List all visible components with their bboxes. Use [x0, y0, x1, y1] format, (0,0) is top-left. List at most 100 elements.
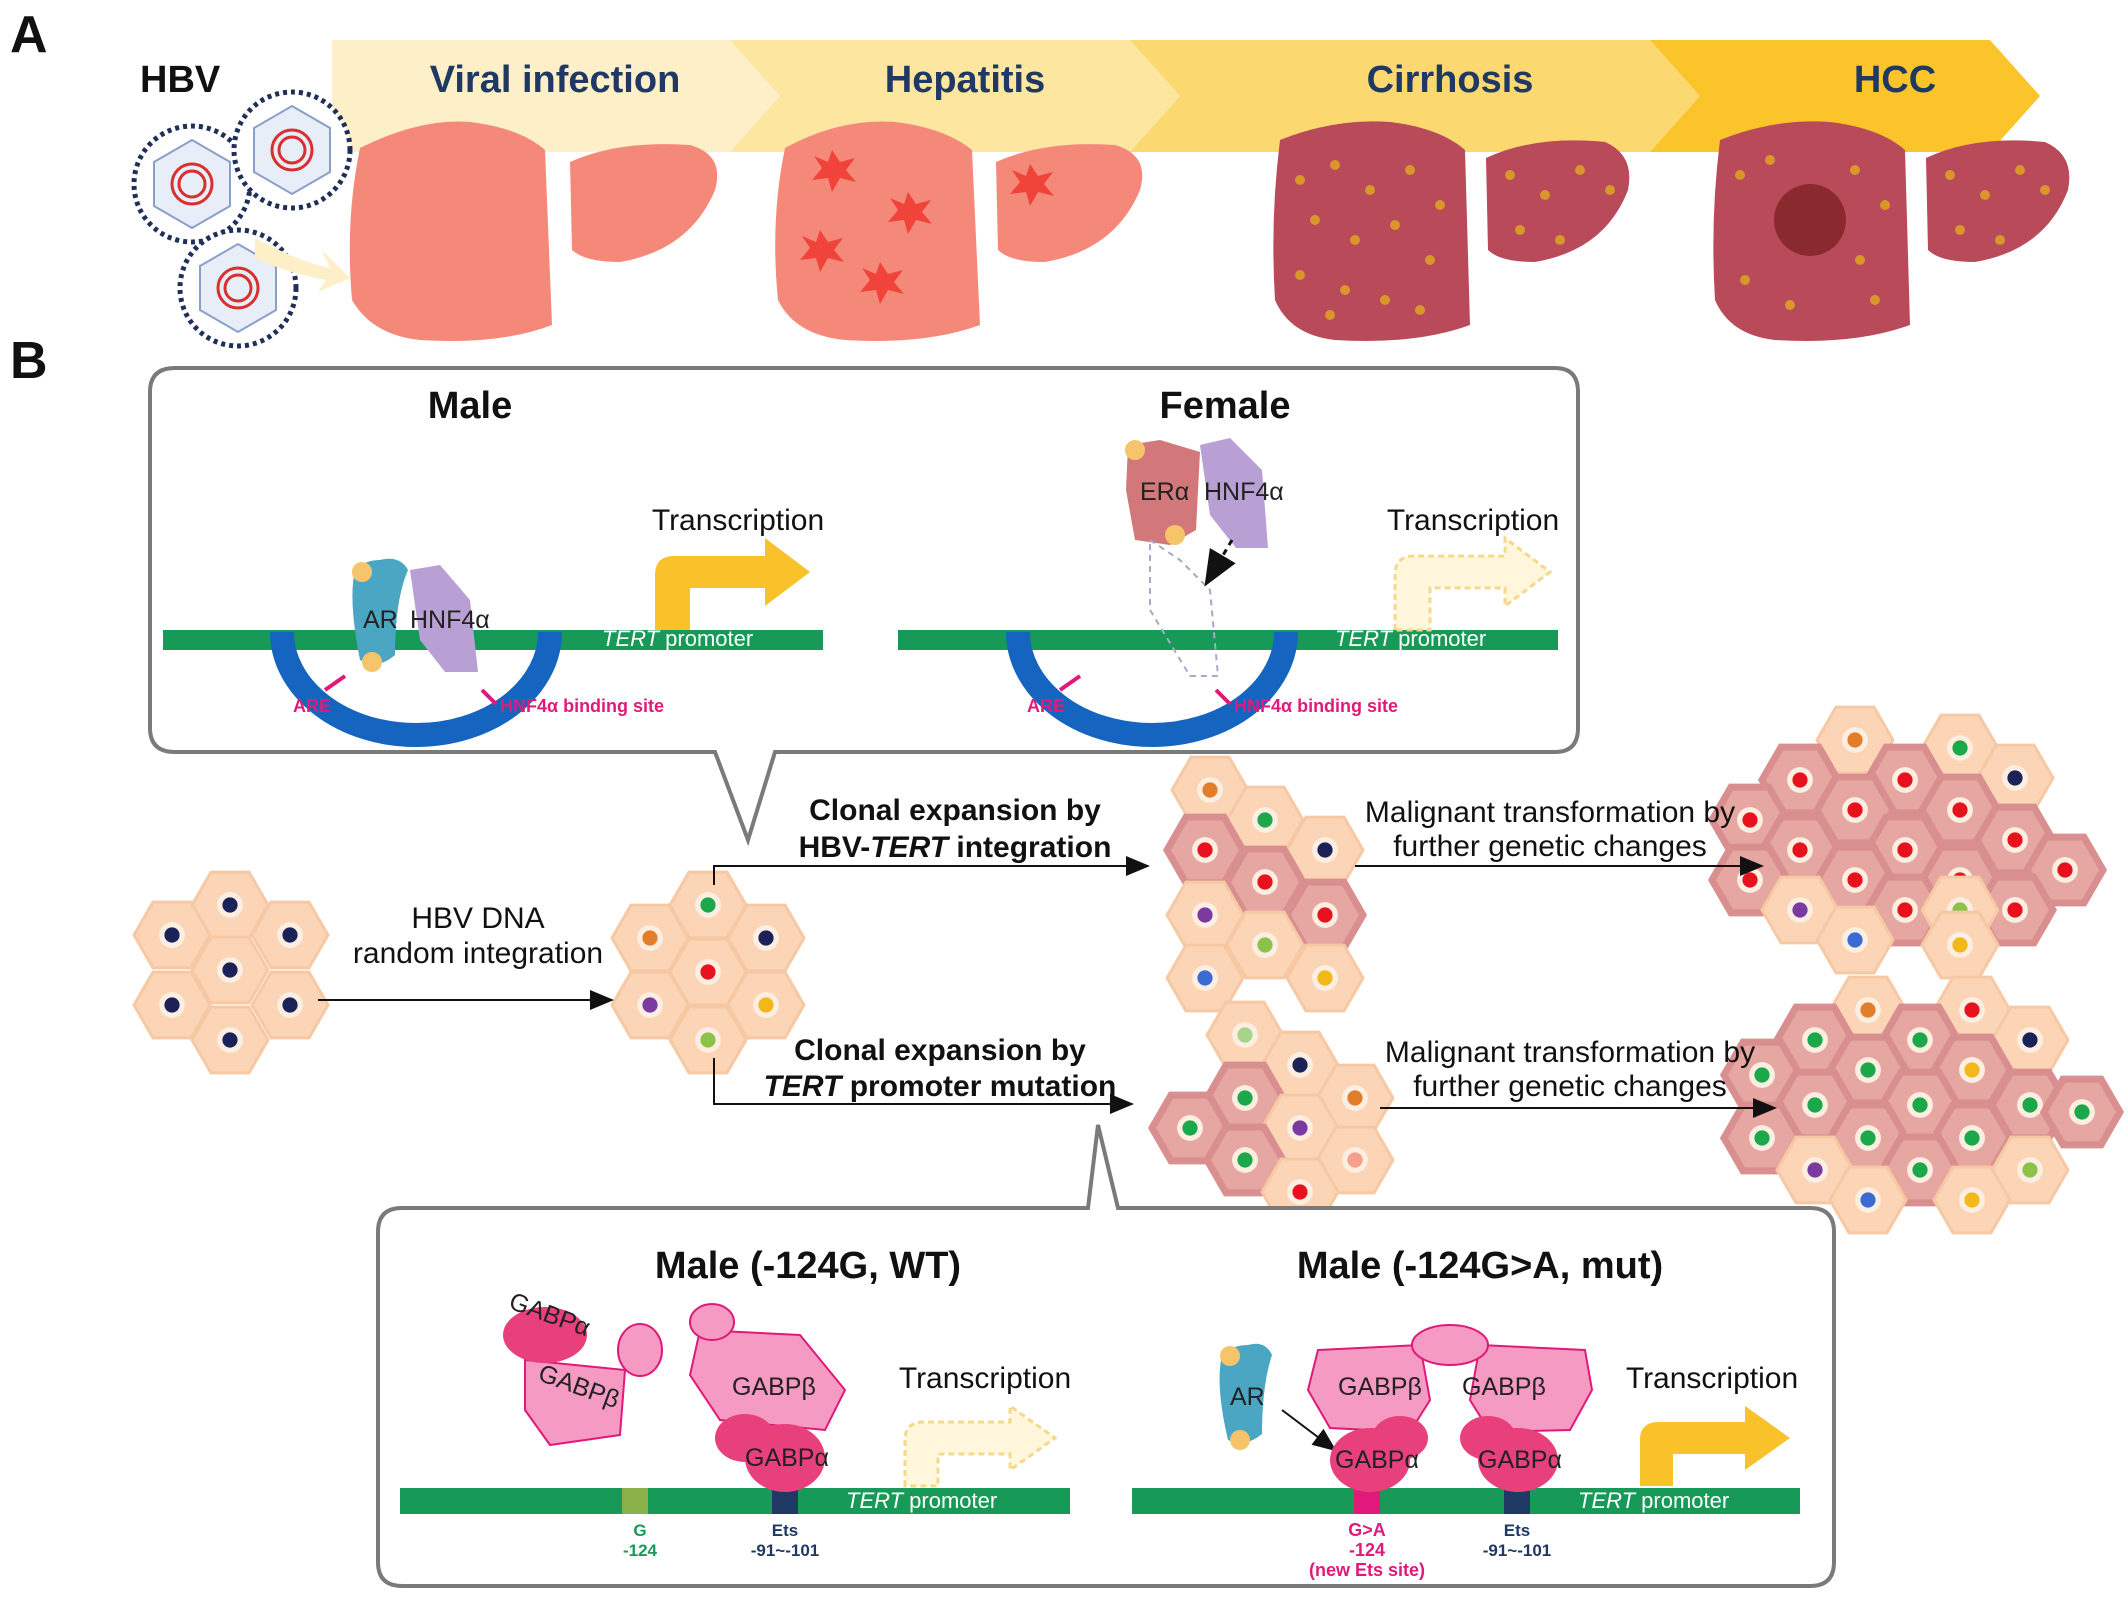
gabpb-label-mut-right: GABPβ [1462, 1373, 1546, 1401]
cell-nucleus [1897, 842, 1913, 858]
stage-arrow-4 [1650, 40, 2040, 152]
cell-nucleus [2007, 832, 2023, 848]
hnf4a-protein [1200, 438, 1268, 548]
cell-nucleus [1964, 1192, 1980, 1208]
cell-nucleus [758, 997, 774, 1013]
cell-nucleus [700, 897, 716, 913]
male-title: Male [428, 385, 512, 427]
liver-healthy [349, 121, 718, 341]
cell-nucleus [1292, 1184, 1308, 1200]
cell-nucleus [700, 964, 716, 980]
integration-label-line1: HBV DNA [411, 902, 544, 935]
cell-nucleus [2007, 902, 2023, 918]
are-label-male: ARE [293, 696, 331, 716]
g-label: G [633, 1521, 646, 1540]
are-label-female: ARE [1027, 696, 1065, 716]
gabpb-protein-mut-right [1468, 1343, 1594, 1434]
transcription-label-female: Transcription [1387, 504, 1559, 537]
clonal-cell [1285, 943, 1365, 1013]
cell-nucleus [1317, 970, 1333, 986]
cell-clusters [132, 705, 2125, 1235]
cell-nucleus [1792, 902, 1808, 918]
cell-nucleus [1202, 782, 1218, 798]
ets-label-mut: Ets [1504, 1521, 1530, 1540]
cell-nucleus [2057, 862, 2073, 878]
cell-nucleus [1807, 1032, 1823, 1048]
cell-nucleus [1347, 1152, 1363, 1168]
clonal-cell [1225, 910, 1305, 980]
cell-nucleus [1257, 937, 1273, 953]
cell-nucleus [1952, 937, 1968, 953]
hbv-insert [1006, 631, 1298, 748]
transcription-label-male: Transcription [652, 504, 824, 537]
tumor-cell [2022, 833, 2108, 907]
gabpb-label-mut-left: GABPβ [1338, 1373, 1422, 1401]
tumor-cell [1815, 905, 1895, 975]
cell-nucleus [1197, 907, 1213, 923]
clonal-branch-bottom [713, 1058, 1134, 1114]
clonal-cell [1225, 785, 1305, 855]
cell-nucleus [1964, 1130, 1980, 1146]
dna-strand [1132, 1488, 1800, 1514]
clonal-cell [1165, 943, 1245, 1013]
dna-strand [400, 1488, 1070, 1514]
transcription-arrow-mut [1640, 1406, 1790, 1486]
cell-nucleus [1912, 1032, 1928, 1048]
malignant-top-line1: Malignant transformation by [1365, 796, 1735, 829]
tumor-cell [1975, 743, 2055, 813]
cell-nucleus [1182, 1120, 1198, 1136]
displacement-arrow [1204, 539, 1236, 587]
cell-nucleus [1792, 842, 1808, 858]
cell-nucleus [1897, 772, 1913, 788]
cell-nucleus [2022, 1032, 2038, 1048]
dna-strand [163, 630, 823, 650]
cell-nucleus [1912, 1162, 1928, 1178]
mut-title: Male (-124G>A, mut) [1297, 1245, 1663, 1287]
cell-nucleus [1792, 772, 1808, 788]
clonal-top-label-line2: HBV-TERT integration [799, 831, 1112, 864]
cell-nucleus [1897, 902, 1913, 918]
cell-nucleus [1237, 1152, 1253, 1168]
stage-label-cirrhosis: Cirrhosis [1367, 59, 1534, 101]
cell-nucleus [164, 927, 180, 943]
gabpb-protein-bound [688, 1328, 847, 1432]
gabpa-label-mut-left: GABPα [1335, 1446, 1419, 1474]
ga-site-marker [1354, 1488, 1380, 1514]
cell-nucleus [1912, 1097, 1928, 1113]
normal-cell [132, 970, 212, 1040]
cell-nucleus [1860, 1130, 1876, 1146]
cell-nucleus [1257, 874, 1273, 890]
virus-particle [231, 89, 353, 211]
normal-cell [250, 970, 330, 1040]
female-title: Female [1160, 385, 1291, 427]
ar-label-mut: AR [1230, 1383, 1265, 1411]
cell-nucleus [1742, 812, 1758, 828]
cell-nucleus [1197, 842, 1213, 858]
malignant-bottom-line2: further genetic changes [1413, 1070, 1727, 1103]
integration-label-line2: random integration [353, 937, 603, 970]
tumor-cell [1775, 1135, 1855, 1205]
liver-hepatitis [775, 121, 1143, 341]
tumor-cell [2039, 1075, 2125, 1149]
ga-note-label: (new Ets site) [1309, 1560, 1425, 1580]
cell-nucleus [2074, 1104, 2090, 1120]
transcription-arrow-wt-faint [903, 1403, 1058, 1488]
cell-nucleus [282, 997, 298, 1013]
cell-nucleus [1237, 1090, 1253, 1106]
virus-particle [131, 123, 253, 245]
cell-nucleus [1952, 740, 1968, 756]
tert-promoter-label-mut: TERT promoter [1578, 1488, 1729, 1513]
wt-title: Male (-124G, WT) [655, 1245, 961, 1287]
hnf-site-label-male: HNF4α binding site [500, 696, 664, 716]
transcription-label-wt: Transcription [899, 1362, 1071, 1395]
tumor-cell [1920, 910, 2000, 980]
transcription-arrow-female-faint [1393, 534, 1553, 632]
integrated-cell [668, 870, 748, 940]
cell-nucleus [282, 927, 298, 943]
er-alpha-label: ERα [1140, 478, 1189, 506]
cell-nucleus [1197, 970, 1213, 986]
clonal-cell [1165, 880, 1245, 950]
cell-nucleus [1292, 1057, 1308, 1073]
cell-nucleus [2007, 770, 2023, 786]
cell-nucleus [1754, 1067, 1770, 1083]
